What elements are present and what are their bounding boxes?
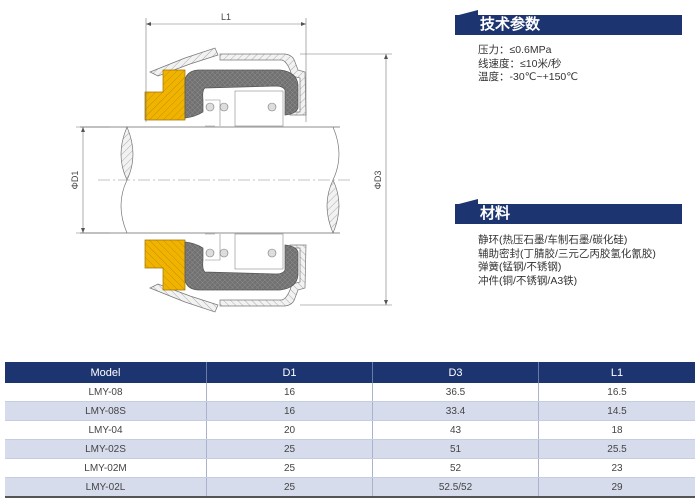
spec-speed: 线速度：≤10米/秒 [478,57,562,70]
table-cell: 25 [206,477,373,498]
table-cell: 16 [206,383,373,402]
shaft [80,126,352,234]
col-header-l1: L1 [538,362,695,383]
col-header-d3: D3 [372,362,539,383]
table-cell: 25 [206,439,373,459]
table-cell: 36.5 [372,383,539,402]
seal-cross-section-drawing: L1 ΦD1 ΦD3 [70,12,392,313]
table-cell: 14.5 [538,401,695,421]
col-header-model: Model [5,362,207,383]
table-cell: 29 [538,477,695,498]
d1-label: ΦD1 [70,171,80,190]
table-cell: LMY-02M [5,458,207,478]
table-cell: 52 [372,458,539,478]
header-tab-decoration [455,10,478,16]
materials-header: 材料 [455,204,682,224]
tech-params-list: 压力：≤0.6MPa 线速度：≤10米/秒 温度：-30℃~+150℃ [478,44,578,85]
table-cell: 52.5/52 [372,477,539,498]
table-cell: LMY-08S [5,401,207,421]
materials-list: 静环(热压石墨/车制石墨/碳化硅) 辅助密封(丁腈胶/三元乙丙胶氢化氰胶) 弹簧… [478,234,656,288]
material-item: 静环(热压石墨/车制石墨/碳化硅) [478,234,628,246]
table-cell: 33.4 [372,401,539,421]
table-cell: 20 [206,420,373,440]
stationary-ring [144,69,186,121]
material-item: 辅助密封(丁腈胶/三元乙丙胶氢化氰胶) [478,247,656,260]
seal-top-half [144,47,307,127]
table-cell: 16.5 [538,383,695,402]
table-cell: 25.5 [538,439,695,459]
spec-pressure: 压力：≤0.6MPa [478,44,552,56]
table-cell: 23 [538,458,695,478]
material-item: 冲件(铜/不锈钢/A3铁) [478,274,578,287]
header-tab-decoration [455,199,478,205]
table-cell: LMY-02S [5,439,207,459]
table-cell: LMY-02L [5,477,207,498]
materials-title: 材料 [480,205,511,222]
l1-label: L1 [221,12,231,22]
d3-label: ΦD3 [373,171,383,190]
tech-params-header: 技术参数 [455,15,682,35]
table-cell: 16 [206,401,373,421]
material-item: 弹簧(锰钢/不锈钢) [478,261,562,273]
spring-coil [205,102,215,112]
table-cell: 18 [538,420,695,440]
table-cell: LMY-04 [5,420,207,440]
rubber-bellows [184,69,299,119]
tech-params-title: 技术参数 [480,16,541,33]
spec-temperature: 温度：-30℃~+150℃ [478,71,579,83]
table-cell: 43 [372,420,539,440]
table-cell: 51 [372,439,539,459]
table-cell: LMY-08 [5,383,207,402]
table-cell: 25 [206,458,373,478]
col-header-d1: D1 [206,362,373,383]
